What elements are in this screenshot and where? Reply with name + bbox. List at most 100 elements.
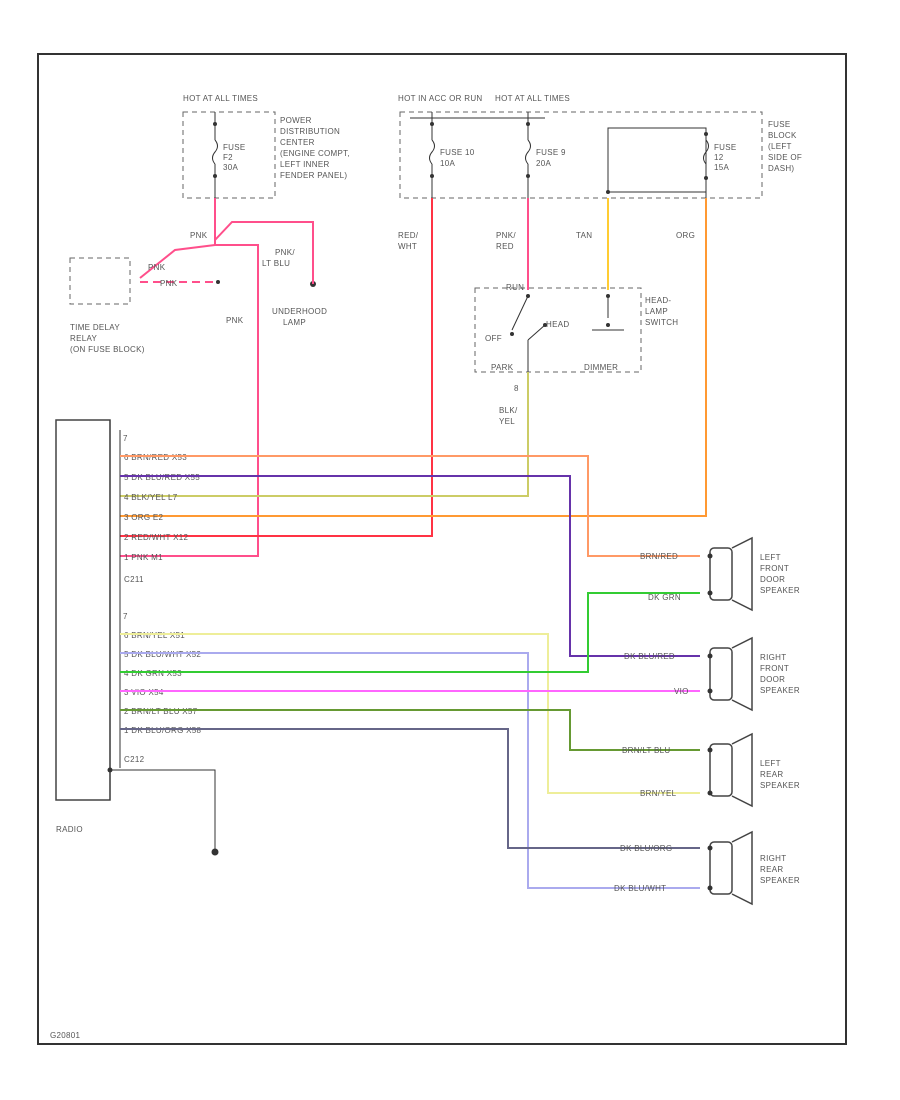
- wire-brn-lt-blu: [120, 709, 700, 751]
- svg-text:3 VIO X54: 3 VIO X54: [124, 688, 164, 697]
- svg-text:FENDER PANEL): FENDER PANEL): [280, 171, 347, 180]
- svg-text:SPEAKER: SPEAKER: [760, 781, 800, 790]
- svg-text:FUSE 9: FUSE 9: [536, 148, 566, 157]
- svg-text:1 DK BLU/ORG X58: 1 DK BLU/ORG X58: [124, 726, 202, 735]
- wire-org: [120, 198, 707, 517]
- ground-node: [211, 848, 219, 856]
- svg-text:LEFT INNER: LEFT INNER: [280, 160, 330, 169]
- c211-label: C211: [124, 575, 144, 584]
- fuse-12: FUSE 12 15A: [703, 128, 737, 198]
- svg-text:YEL: YEL: [499, 417, 515, 426]
- spk-label-dk-blu-wht: DK BLU/WHT: [614, 884, 666, 893]
- svg-text:FUSE: FUSE: [714, 143, 737, 152]
- svg-text:BLK/: BLK/: [499, 406, 518, 415]
- svg-text:5 DK BLU/RED X55: 5 DK BLU/RED X55: [124, 473, 200, 482]
- radio-box: [55, 419, 111, 801]
- time-delay-relay-label: TIME DELAY RELAY (ON FUSE BLOCK): [70, 323, 145, 354]
- wire-label-red-wht: RED/ WHT: [398, 231, 419, 251]
- svg-text:4 BLK/YEL L7: 4 BLK/YEL L7: [124, 493, 178, 502]
- svg-text:SWITCH: SWITCH: [645, 318, 678, 327]
- svg-text:FRONT: FRONT: [760, 664, 789, 673]
- speaker-right-front: RIGHT FRONT DOOR SPEAKER: [707, 636, 800, 712]
- svg-text:LEFT: LEFT: [760, 553, 781, 562]
- wire-label-pnk-mid: PNK: [226, 316, 244, 325]
- wire-label-pnk-relay2: PNK: [160, 279, 178, 288]
- c211-rows: 6 BRN/RED X53 5 DK BLU/RED X55 4 BLK/YEL…: [124, 453, 200, 562]
- wire-label-pnk-red: PNK/ RED: [496, 231, 516, 251]
- speaker-left-front: LEFT FRONT DOOR SPEAKER: [707, 536, 800, 612]
- fuse-block-box: [399, 111, 763, 199]
- sw-head-label: HEAD: [546, 320, 569, 329]
- svg-text:HEAD-: HEAD-: [645, 296, 671, 305]
- svg-text:RED/: RED/: [398, 231, 419, 240]
- headlamp-switch-label: HEAD- LAMP SWITCH: [645, 296, 678, 327]
- svg-text:2 BRN/LT BLU X57: 2 BRN/LT BLU X57: [124, 707, 198, 716]
- sw-run-label: RUN: [506, 283, 524, 292]
- c211-pin-top: 7: [123, 434, 128, 443]
- svg-text:15A: 15A: [714, 163, 729, 172]
- svg-text:6 BRN/RED X53: 6 BRN/RED X53: [124, 453, 187, 462]
- svg-text:REAR: REAR: [760, 865, 783, 874]
- wire-dk-blu-red: [120, 475, 700, 657]
- svg-text:3 ORG E2: 3 ORG E2: [124, 513, 164, 522]
- fuse-9: FUSE 9 20A: [525, 112, 566, 198]
- spk-label-brn-lt-blu: BRN/LT BLU: [622, 746, 671, 755]
- wire-label-pnk-top: PNK: [190, 231, 208, 240]
- svg-text:(ON FUSE BLOCK): (ON FUSE BLOCK): [70, 345, 145, 354]
- hot-in-acc-run-label: HOT IN ACC OR RUN: [398, 94, 483, 103]
- svg-text:FUSE: FUSE: [768, 120, 791, 129]
- svg-text:12: 12: [714, 153, 724, 162]
- underhood-lamp-label: UNDERHOOD LAMP: [272, 307, 327, 327]
- svg-text:CENTER: CENTER: [280, 138, 315, 147]
- wire-dk-grn: [120, 592, 700, 673]
- wire-label-pnk-relay1: PNK: [148, 263, 166, 272]
- svg-text:TIME DELAY: TIME DELAY: [70, 323, 120, 332]
- wire-red-wht: [120, 198, 433, 537]
- headlamp-switch-box: [474, 287, 642, 373]
- sw-park-label: PARK: [491, 363, 514, 372]
- wire-label-blk-yel: BLK/ YEL: [499, 406, 518, 426]
- spk-label-dk-blu-red: DK BLU/RED: [624, 652, 675, 661]
- spk-label-dk-blu-org: DK BLU/ORG: [620, 844, 672, 853]
- svg-text:(LEFT: (LEFT: [768, 142, 792, 151]
- speaker-right-rear: RIGHT REAR SPEAKER: [707, 830, 800, 906]
- wire-label-org: ORG: [676, 231, 695, 240]
- wire-dk-blu-org: [120, 728, 700, 849]
- svg-text:SIDE OF: SIDE OF: [768, 153, 802, 162]
- svg-text:2 RED/WHT X12: 2 RED/WHT X12: [124, 533, 188, 542]
- svg-text:10A: 10A: [440, 159, 455, 168]
- wire-brn-yel: [120, 633, 700, 794]
- fuse-10: FUSE 10 10A: [429, 112, 475, 198]
- svg-text:RIGHT: RIGHT: [760, 854, 786, 863]
- sw-off-label: OFF: [485, 334, 502, 343]
- svg-text:30A: 30A: [223, 163, 238, 172]
- svg-text:LEFT: LEFT: [760, 759, 781, 768]
- svg-text:REAR: REAR: [760, 770, 783, 779]
- svg-text:RELAY: RELAY: [70, 334, 98, 343]
- svg-text:4 DK GRN X53: 4 DK GRN X53: [124, 669, 182, 678]
- sw-dimmer-label: DIMMER: [584, 363, 618, 372]
- pdc-label: POWER DISTRIBUTION CENTER (ENGINE COMPT,…: [280, 116, 350, 180]
- svg-text:FRONT: FRONT: [760, 564, 789, 573]
- footer-code: G20801: [50, 1031, 81, 1040]
- svg-text:DOOR: DOOR: [760, 675, 785, 684]
- spk-label-brn-red: BRN/RED: [640, 552, 678, 561]
- svg-text:1 PNK M1: 1 PNK M1: [124, 553, 163, 562]
- svg-text:LT BLU: LT BLU: [262, 259, 290, 268]
- pdc-box: [182, 111, 276, 199]
- svg-text:PNK/: PNK/: [496, 231, 516, 240]
- svg-text:DISTRIBUTION: DISTRIBUTION: [280, 127, 340, 136]
- svg-text:20A: 20A: [536, 159, 551, 168]
- diagram-frame: [37, 53, 847, 1045]
- svg-text:POWER: POWER: [280, 116, 312, 125]
- wire-pnk-pdc: [120, 198, 259, 557]
- wire-dk-blu-wht: [120, 652, 700, 889]
- svg-text:SPEAKER: SPEAKER: [760, 686, 800, 695]
- svg-text:PNK/: PNK/: [275, 248, 295, 257]
- fuse-block-label: FUSE BLOCK (LEFT SIDE OF DASH): [768, 120, 802, 173]
- svg-text:6 BRN/YEL X51: 6 BRN/YEL X51: [124, 631, 185, 640]
- svg-text:SPEAKER: SPEAKER: [760, 586, 800, 595]
- sw-pin8-label: 8: [514, 384, 519, 393]
- c212-pin-top: 7: [123, 612, 128, 621]
